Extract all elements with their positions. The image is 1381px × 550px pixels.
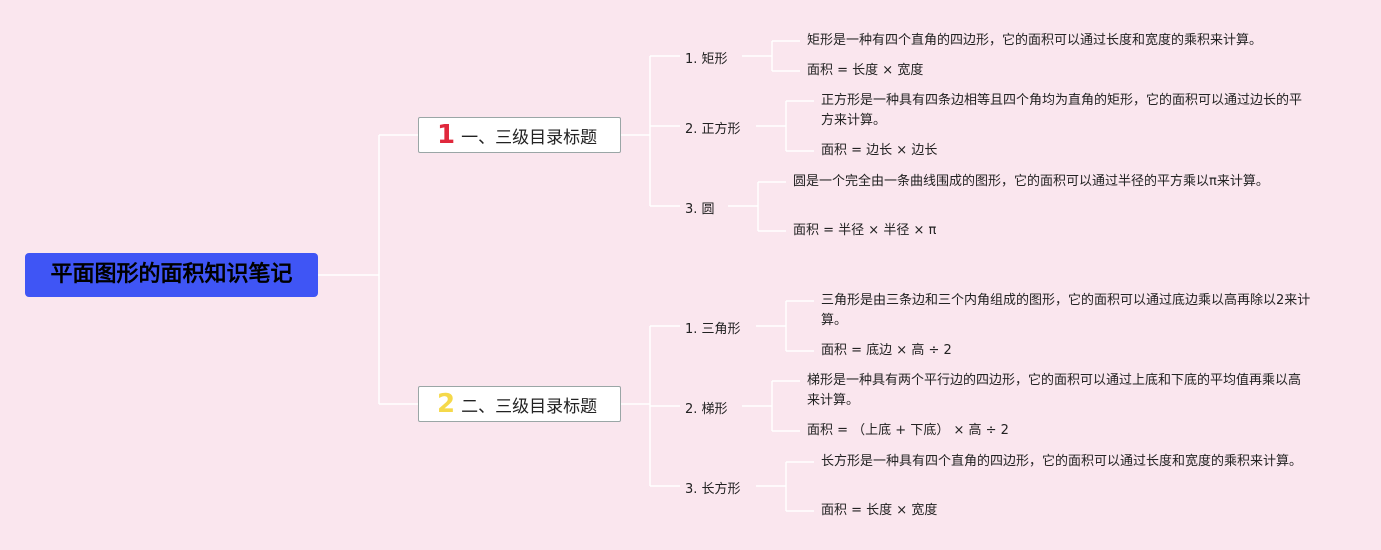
number-badge-2: 2 [437,389,456,419]
leaf-desc-rectangle[interactable]: 矩形是一种有四个直角的四边形，它的面积可以通过长度和宽度的乘积来计算。 [807,33,1263,48]
topic-square[interactable]: 2. 正方形 [685,122,741,137]
leaf-formula-circle[interactable]: 面积 = 半径 × 半径 × π [793,223,937,238]
branch-label-1: 一、三级目录标题 [461,127,598,148]
topic-trapezoid[interactable]: 2. 梯形 [685,402,728,417]
branch-node-2[interactable]: 2 二、三级目录标题 [418,386,621,422]
leaf-desc-square[interactable]: 正方形是一种具有四条边相等且四个角均为直角的矩形，它的面积可以通过边长的平方来计… [821,93,1303,128]
leaf-desc-circle[interactable]: 圆是一个完全由一条曲线围成的图形，它的面积可以通过半径的平方乘以π来计算。 [793,174,1269,189]
branch-label-2: 二、三级目录标题 [461,396,598,417]
leaf-desc-triangle[interactable]: 三角形是由三条边和三个内角组成的图形，它的面积可以通过底边乘以高再除以2来计算。 [821,293,1311,328]
branch-node-1[interactable]: 1 一、三级目录标题 [418,117,621,153]
topic-circle[interactable]: 3. 圆 [685,202,715,217]
leaf-desc-oblong[interactable]: 长方形是一种具有四个直角的四边形，它的面积可以通过长度和宽度的乘积来计算。 [821,454,1303,469]
leaf-formula-square[interactable]: 面积 = 边长 × 边长 [821,143,938,158]
leaf-formula-trapezoid[interactable]: 面积 = （上底 + 下底） × 高 ÷ 2 [807,423,1009,438]
topic-oblong[interactable]: 3. 长方形 [685,482,741,497]
leaf-desc-trapezoid[interactable]: 梯形是一种具有两个平行边的四边形，它的面积可以通过上底和下底的平均值再乘以高来计… [807,373,1302,408]
leaf-formula-oblong[interactable]: 面积 = 长度 × 宽度 [821,503,938,518]
topic-rectangle[interactable]: 1. 矩形 [685,52,728,67]
leaf-formula-rectangle[interactable]: 面积 = 长度 × 宽度 [807,63,924,78]
leaf-formula-triangle[interactable]: 面积 = 底边 × 高 ÷ 2 [821,343,952,358]
number-badge-1: 1 [437,120,456,150]
topic-triangle[interactable]: 1. 三角形 [685,322,741,337]
root-node[interactable]: 平面图形的面积知识笔记 [25,253,318,297]
